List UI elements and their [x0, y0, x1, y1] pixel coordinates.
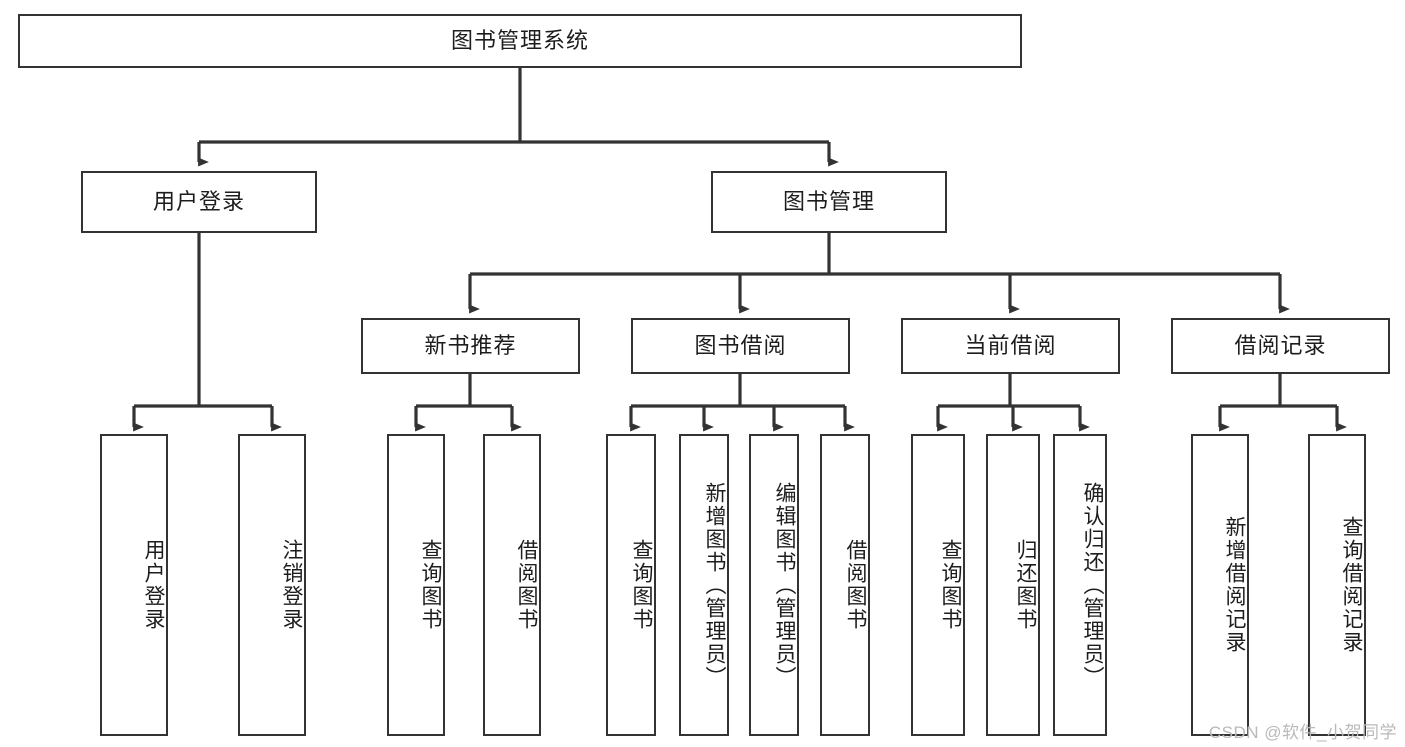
- node-leaf-query-borrow-record-label: 查询借阅记录: [1340, 516, 1363, 654]
- node-leaf-query-book-1: 查询图书: [387, 434, 445, 736]
- node-leaf-confirm-return: 确认归还（管理员）: [1053, 434, 1107, 736]
- node-leaf-borrow-book-1: 借阅图书: [483, 434, 541, 736]
- node-book-borrow: 图书借阅: [631, 318, 850, 374]
- node-leaf-user-login: 用户登录: [100, 434, 168, 736]
- node-book-manage: 图书管理: [711, 171, 947, 233]
- node-leaf-edit-book: 编辑图书（管理员）: [749, 434, 799, 736]
- node-leaf-logout-login-label: 注销登录: [280, 539, 303, 631]
- node-leaf-return-book-label: 归还图书: [1014, 539, 1037, 631]
- node-new-book-recommend: 新书推荐: [361, 318, 580, 374]
- node-leaf-borrow-book-2-label: 借阅图书: [844, 539, 867, 631]
- node-leaf-query-book-3-label: 查询图书: [939, 539, 962, 631]
- node-user-login: 用户登录: [81, 171, 317, 233]
- node-leaf-borrow-book-1-label: 借阅图书: [515, 539, 538, 631]
- node-leaf-query-book-2-label: 查询图书: [630, 539, 653, 631]
- node-leaf-add-book: 新增图书（管理员）: [679, 434, 729, 736]
- node-root-label: 图书管理系统: [450, 27, 589, 53]
- node-current-borrow-label: 当前借阅: [964, 332, 1057, 358]
- node-leaf-add-borrow-record: 新增借阅记录: [1191, 434, 1249, 736]
- node-leaf-confirm-return-label: 确认归还（管理员）: [1081, 481, 1104, 689]
- node-leaf-add-book-label: 新增图书（管理员）: [703, 481, 726, 689]
- node-leaf-return-book: 归还图书: [986, 434, 1040, 736]
- node-leaf-query-book-3: 查询图书: [911, 434, 965, 736]
- node-user-login-label: 用户登录: [152, 188, 245, 214]
- node-leaf-query-borrow-record: 查询借阅记录: [1308, 434, 1366, 736]
- node-new-book-recommend-label: 新书推荐: [424, 332, 517, 358]
- node-leaf-query-book-2: 查询图书: [606, 434, 656, 736]
- node-current-borrow: 当前借阅: [901, 318, 1120, 374]
- node-leaf-edit-book-label: 编辑图书（管理员）: [773, 481, 796, 689]
- node-leaf-user-login-label: 用户登录: [142, 539, 165, 631]
- node-leaf-add-borrow-record-label: 新增借阅记录: [1223, 516, 1246, 654]
- node-borrow-record-label: 借阅记录: [1234, 332, 1327, 358]
- node-leaf-borrow-book-2: 借阅图书: [820, 434, 870, 736]
- node-borrow-record: 借阅记录: [1171, 318, 1390, 374]
- node-book-borrow-label: 图书借阅: [694, 332, 787, 358]
- node-leaf-logout-login: 注销登录: [238, 434, 306, 736]
- node-leaf-query-book-1-label: 查询图书: [419, 539, 442, 631]
- watermark: CSDN @软件_小贺同学: [1208, 723, 1397, 742]
- node-root: 图书管理系统: [18, 14, 1022, 68]
- node-book-manage-label: 图书管理: [782, 188, 875, 214]
